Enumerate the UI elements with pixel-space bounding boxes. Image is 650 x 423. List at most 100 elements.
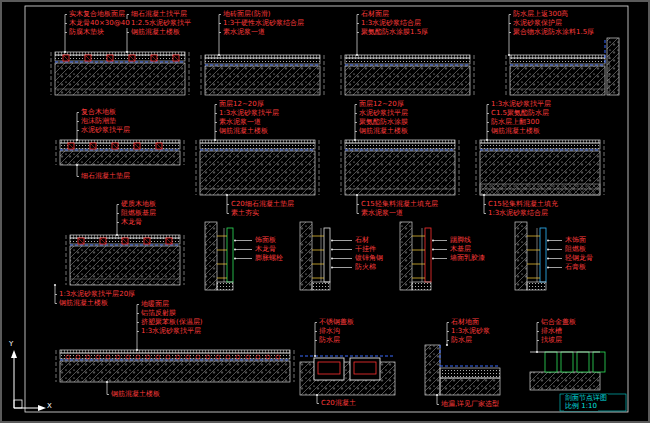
leader-line	[548, 249, 562, 250]
callout-label: 泡沫防潮垫	[80, 117, 117, 126]
leader-dot	[483, 194, 485, 196]
callout-label: C20细石混凝土垫层	[230, 200, 295, 209]
callout-label: 1:3水泥砂浆	[450, 327, 491, 336]
leader-line	[137, 305, 138, 351]
leader-dot	[226, 194, 228, 196]
callout-label: Y	[8, 340, 14, 349]
callout-label: 防水层	[450, 336, 473, 345]
leader-line	[357, 15, 358, 56]
leader-dot	[331, 240, 333, 242]
callout-label: 防水层	[318, 336, 341, 345]
callout-label: 镀锌角钢	[354, 254, 384, 263]
callout-label: 水泥砂浆找平层	[80, 126, 131, 135]
leader-dot	[536, 351, 538, 353]
callout-label: 1:2.5水泥砂浆找平	[130, 19, 192, 28]
callout-label: 阻燃板	[564, 245, 587, 254]
callout-label: 铝合金盖板	[540, 318, 577, 327]
callout-label: 钢筋混凝土楼板	[110, 390, 161, 399]
callout-label: 干挂件	[354, 245, 377, 254]
leader-dot	[54, 284, 56, 286]
callout-label: 铝箔反射膜	[140, 309, 177, 318]
leader-dot	[234, 240, 236, 242]
callout-label: 1:3水泥砂浆找平层	[218, 109, 280, 118]
callout-label: 钢筋混凝土楼板	[358, 127, 409, 136]
callout-label: 石材	[354, 236, 370, 245]
leader-dot	[116, 234, 118, 236]
callout-label: C15轻集料混凝土填充层	[360, 200, 439, 209]
callout-label: 不锈钢盖板	[318, 318, 355, 327]
callout-label: 防腐木垫块	[68, 28, 105, 37]
callout-label: 细石混凝土找平层	[130, 10, 188, 19]
leader-dot	[76, 164, 78, 166]
callout-label: 素水泥浆一道	[218, 118, 262, 127]
callout-label: 找坡层	[540, 336, 563, 345]
leader-line	[537, 323, 538, 353]
leader-dot	[314, 355, 316, 357]
leader-dot	[106, 381, 108, 383]
callout-label: 细石混凝土垫层	[80, 172, 131, 181]
callout-label: 墙面乳胶漆	[449, 254, 486, 263]
callout-label: 膨胀螺栓	[254, 254, 284, 263]
callout-label: 实木复合地板面层	[68, 10, 126, 19]
callout-label: 防水层上翻300	[490, 118, 540, 127]
callout-label: 钢筋混凝土楼板	[130, 28, 181, 37]
callout-label: 地暖面层	[140, 300, 170, 309]
leader-line	[355, 105, 356, 141]
leader-line	[317, 395, 318, 404]
leader-line	[65, 15, 66, 53]
callout-label: 聚氨酯防水涂膜1.5厚	[360, 28, 429, 37]
callout-label: 聚合物水泥防水涂料1.5厚	[512, 28, 595, 37]
callout-label: 木饰面	[564, 236, 587, 245]
callout-label: 面层12~20厚	[358, 100, 405, 109]
leader-line	[433, 240, 447, 241]
callout-label: 地砖面层(防滑)	[222, 10, 271, 19]
callout-label: 钢筋混凝土楼板	[218, 127, 269, 136]
callout-label: 水泥砂浆找平层	[358, 109, 409, 118]
callout-label: 木龙骨	[120, 218, 143, 227]
callout-label: 木龙骨40×30@400	[68, 19, 135, 28]
callout-label: 素土夯实	[230, 209, 260, 218]
callout-label: 硬质木地板	[120, 200, 157, 209]
callout-label: 聚氨酯防水涂膜	[358, 118, 409, 127]
leader-dot	[214, 139, 216, 141]
leader-dot	[432, 240, 434, 242]
callout-label: 排水沟	[318, 327, 341, 336]
leader-dot	[432, 249, 434, 251]
leader-line	[548, 258, 562, 259]
callout-label: 1:3水泥砂浆找平层	[490, 100, 552, 109]
callout-label: 轻钢龙骨	[564, 254, 594, 263]
leader-line	[235, 249, 252, 250]
callout-label: 水泥砂浆保护层	[512, 19, 563, 28]
callout-label: 地漏,详见厂家选型	[440, 400, 500, 409]
leader-dot	[356, 54, 358, 56]
leader-dot	[436, 394, 438, 396]
leader-line	[55, 285, 56, 304]
leader-line	[77, 113, 78, 141]
callout-label: 1:3水泥砂浆结合层	[487, 209, 549, 218]
leader-dot	[356, 194, 358, 196]
leader-line	[487, 105, 488, 141]
leader-dot	[547, 267, 549, 269]
leader-dot	[331, 267, 333, 269]
callout-label: 1:3水泥砂浆找平层20厚	[58, 290, 136, 299]
callout-label: 踢脚线	[449, 236, 472, 245]
callout-label: 排水槽	[540, 327, 563, 336]
callout-label: 1:3干硬性水泥砂浆结合层	[222, 19, 305, 28]
leader-dot	[547, 240, 549, 242]
leader-line	[332, 267, 352, 268]
leader-dot	[234, 249, 236, 251]
leader-line	[332, 249, 352, 250]
leader-dot	[446, 344, 448, 346]
callout-label: 饰面板	[254, 236, 277, 245]
leader-line	[219, 15, 220, 56]
leader-line	[433, 249, 447, 250]
leader-dot	[331, 249, 333, 251]
callout-label: 素水泥浆一道	[360, 209, 404, 218]
leader-line	[235, 240, 252, 241]
callout-label: 1:3水泥砂浆结合层	[360, 19, 422, 28]
callout-label: 木龙骨	[254, 245, 277, 254]
leader-dot	[64, 51, 66, 53]
callout-label: C20混凝土	[320, 399, 357, 408]
leader-line	[509, 15, 510, 56]
